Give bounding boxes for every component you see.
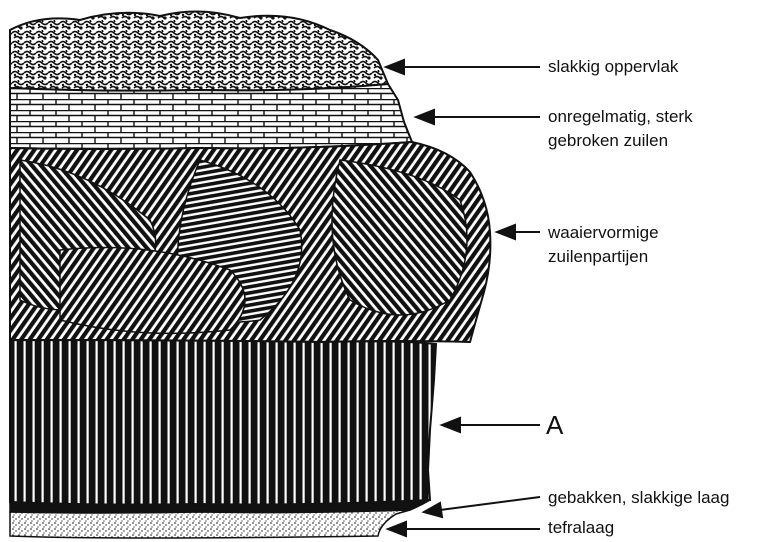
arrow-baked-line xyxy=(440,497,540,510)
tephra-layer xyxy=(10,510,410,538)
arrow-broken-head xyxy=(416,110,434,124)
label-irregular-columns-line2: gebroken zuilen xyxy=(548,130,668,152)
label-colonnade: A xyxy=(546,411,563,439)
arrow-fan-head xyxy=(497,225,515,239)
arrow-colonnade-head xyxy=(442,418,460,432)
label-fan-columns-line2: zuilenpartijen xyxy=(548,246,648,268)
arrow-scoria-head xyxy=(386,60,404,74)
label-tephra-layer: tefralaag xyxy=(548,517,614,539)
scoria-layer xyxy=(10,11,388,90)
broken-columns-layer xyxy=(10,84,412,149)
label-fan-columns-line1: waaiervormige xyxy=(548,222,659,244)
arrow-baked-head xyxy=(424,503,442,517)
arrow-tephra-head xyxy=(388,522,406,536)
label-irregular-columns-line1: onregelmatig, sterk xyxy=(548,106,693,128)
label-baked-layer: gebakken, slakkige laag xyxy=(548,487,729,509)
colonnade-layer xyxy=(10,340,436,505)
label-scoria-surface: slakkig oppervlak xyxy=(548,56,678,78)
